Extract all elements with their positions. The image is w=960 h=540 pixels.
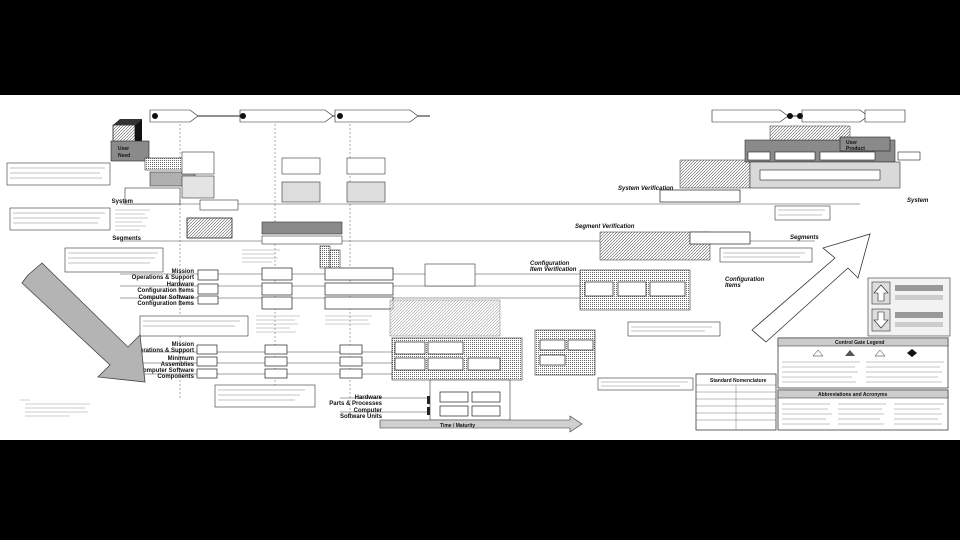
level-csc-2: Components: [157, 374, 194, 380]
user-product-label-2: Product: [846, 146, 865, 152]
level-hw-parts-2: Parts & Processes: [329, 401, 382, 407]
level-system: System: [112, 199, 133, 205]
user-product-block: User Product: [840, 137, 890, 152]
standard-nomenclature-table: Standard Nomenclature: [696, 374, 776, 430]
level-csci-2: Configuration Items: [137, 301, 194, 307]
level-system-right: System: [907, 198, 929, 204]
nomenclature-title: Standard Nomenclature: [710, 378, 767, 384]
user-need-block: User Need: [111, 119, 149, 161]
credits-block: [20, 400, 90, 416]
phase-bar-left: [150, 110, 430, 122]
level-hw-ci-2: Configuration Items: [137, 288, 194, 294]
systems-engineering-vee-diagram: User Need: [0, 95, 960, 440]
segment-verification-label: Segment Verification: [575, 224, 635, 230]
time-axis-label: Time / Maturity: [440, 423, 475, 429]
abbreviations-legend-title: Abbreviations and Acronyms: [818, 392, 887, 398]
control-gate-legend-title: Control Gate Legend: [835, 340, 884, 346]
level-config-right-2: Items: [725, 283, 741, 289]
level-segments: Segments: [112, 236, 141, 242]
vee-bottom: [390, 300, 522, 420]
decomposition-arrow: [22, 263, 145, 382]
direction-panel: [868, 278, 950, 336]
level-mission-2: Operations & Support: [132, 275, 194, 281]
diagram-canvas: User Need: [0, 95, 960, 440]
ci-verification-label-2: Item Verification: [530, 267, 577, 273]
user-need-label-1: User: [118, 146, 129, 152]
system-verification-label: System Verification: [618, 186, 674, 192]
control-gate-legend: Control Gate Legend: [778, 338, 948, 388]
level-segments-right: Segments: [790, 235, 819, 241]
level-csu-2: Software Units: [340, 414, 383, 420]
user-need-label-2: Need: [118, 153, 130, 159]
phase-bar-right: [712, 110, 905, 122]
abbreviations-legend: Abbreviations and Acronyms: [778, 390, 948, 430]
